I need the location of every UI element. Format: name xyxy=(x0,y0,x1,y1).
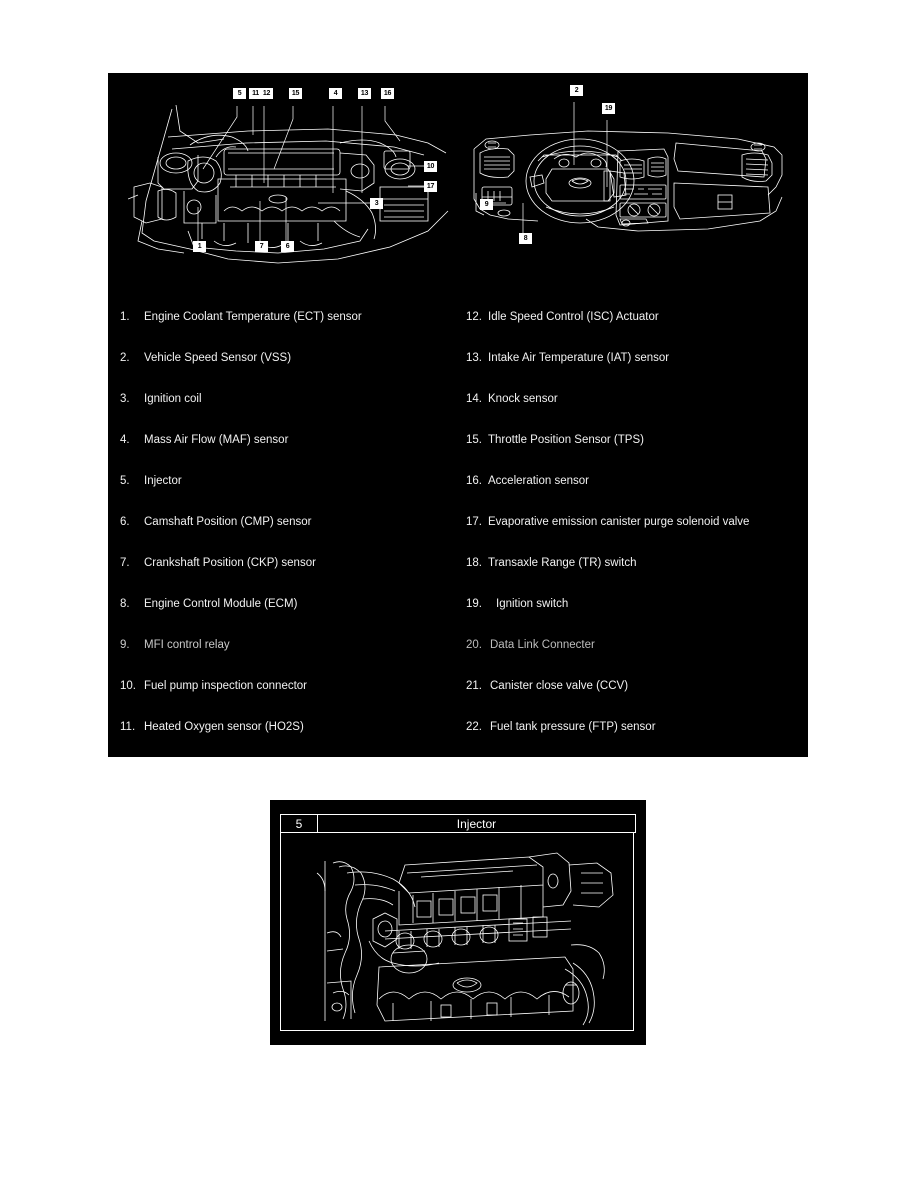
legend-number: 14. xyxy=(466,393,482,405)
callout-dash-2: 2 xyxy=(570,85,583,96)
instrument-panel-diagram xyxy=(473,130,783,232)
callout-engine-17: 17 xyxy=(424,181,437,192)
injector-engine-photo-lineart xyxy=(316,852,614,1026)
legend-number: 20. xyxy=(466,639,482,651)
legend-item: 1. Engine Coolant Temperature (ECT) senso… xyxy=(120,311,460,352)
legend-item: 4. Mass Air Flow (MAF) sensor xyxy=(120,434,460,475)
legend-label: Acceleration sensor xyxy=(488,475,589,487)
legend-label: Camshaft Position (CMP) sensor xyxy=(144,516,312,528)
legend-label: Intake Air Temperature (IAT) sensor xyxy=(488,352,670,364)
legend-item: 3. Ignition coil xyxy=(120,393,460,434)
legend-label: Engine Coolant Temperature (ECT) sensor xyxy=(144,311,362,323)
callout-engine-15: 15 xyxy=(289,88,302,99)
legend-number: 5. xyxy=(120,475,130,487)
legend-label: Heated Oxygen sensor (HO2S) xyxy=(144,721,304,733)
detail-header-table: 5 Injector xyxy=(280,814,637,833)
dashboard-callout-leaders xyxy=(490,102,608,233)
legend-label: Fuel tank pressure (FTP) sensor xyxy=(490,721,656,733)
legend-number: 9. xyxy=(120,639,130,651)
callout-engine-4: 4 xyxy=(329,88,342,99)
callout-engine-13: 13 xyxy=(358,88,371,99)
legend-item: 12. Idle Speed Control (ISC) Actuator xyxy=(466,311,806,352)
legend-item: 8. Engine Control Module (ECM) xyxy=(120,598,460,639)
legend-item: 10. Fuel pump inspection connector xyxy=(120,680,460,721)
callout-engine-12: 12 xyxy=(260,88,273,99)
legend-item: 14. Knock sensor xyxy=(466,393,806,434)
legend-label: MFI control relay xyxy=(144,639,230,651)
legend-label: Data Link Connecter xyxy=(490,639,595,651)
legend-item: 11. Heated Oxygen sensor (HO2S) xyxy=(120,721,460,762)
component-detail-panel: 5 Injector xyxy=(270,800,646,1045)
legend-number: 16. xyxy=(466,475,482,487)
legend-item: 16. Acceleration sensor xyxy=(466,475,806,516)
legend-label: Injector xyxy=(144,475,182,487)
legend-number: 4. xyxy=(120,434,130,446)
legend-label: Idle Speed Control (ISC) Actuator xyxy=(488,311,659,323)
legend-item: 18. Transaxle Range (TR) switch xyxy=(466,557,806,598)
legend-column-left: 1. Engine Coolant Temperature (ECT) senso… xyxy=(120,311,460,762)
legend-number: 12. xyxy=(466,311,482,323)
callout-engine-16: 16 xyxy=(381,88,394,99)
legend-number: 15. xyxy=(466,434,482,446)
legend-label: Ignition switch xyxy=(496,598,569,610)
diagram-area: 5 11 12 15 4 13 16 10 17 3 1 7 6 xyxy=(108,73,808,288)
callout-engine-6: 6 xyxy=(281,241,294,252)
callout-dash-19: 19 xyxy=(602,103,615,114)
legend-item: 17. Evaporative emission canister purge s… xyxy=(466,516,806,557)
legend-item: 9. MFI control relay xyxy=(120,639,460,680)
legend-label: Evaporative emission canister purge sole… xyxy=(488,516,750,528)
callout-dash-9: 9 xyxy=(480,199,493,210)
legend-column-right: 12. Idle Speed Control (ISC) Actuator 13.… xyxy=(466,311,806,762)
legend-number: 17. xyxy=(466,516,482,528)
legend-number: 8. xyxy=(120,598,130,610)
legend-number: 21. xyxy=(466,680,482,692)
engine-callout-leaders xyxy=(197,106,424,241)
legend-number: 18. xyxy=(466,557,482,569)
legend-label: Fuel pump inspection connector xyxy=(144,680,308,692)
legend-number: 7. xyxy=(120,557,130,569)
legend-number: 2. xyxy=(120,352,130,364)
legend-item: 2. Vehicle Speed Sensor (VSS) xyxy=(120,352,460,393)
legend-item: 7. Crankshaft Position (CKP) sensor xyxy=(120,557,460,598)
legend-number: 3. xyxy=(120,393,130,405)
detail-title-cell: Injector xyxy=(316,814,637,833)
legend-number: 19. xyxy=(466,598,482,610)
legend-number: 1. xyxy=(120,311,130,323)
legend-item: 5. Injector xyxy=(120,475,460,516)
legend-item: 6. Camshaft Position (CMP) sensor xyxy=(120,516,460,557)
callout-engine-7: 7 xyxy=(255,241,268,252)
legend-item: 19. Ignition switch xyxy=(466,598,806,639)
legend-number: 6. xyxy=(120,516,130,528)
legend-label: Vehicle Speed Sensor (VSS) xyxy=(144,352,292,364)
legend-label: Transaxle Range (TR) switch xyxy=(488,557,637,569)
legend-item: 22. Fuel tank pressure (FTP) sensor xyxy=(466,721,806,762)
legend-item: 15. Throttle Position Sensor (TPS) xyxy=(466,434,806,475)
callout-engine-3: 3 xyxy=(370,198,383,209)
detail-image-frame xyxy=(280,833,634,1031)
detail-index-cell: 5 xyxy=(280,814,318,833)
callout-engine-10: 10 xyxy=(424,161,437,172)
legend-number: 10. xyxy=(120,680,136,692)
legend-label: Mass Air Flow (MAF) sensor xyxy=(144,434,289,446)
callout-engine-1: 1 xyxy=(193,241,206,252)
legend-label: Ignition coil xyxy=(144,393,202,405)
legend-number: 22. xyxy=(466,721,482,733)
legend-label: Engine Control Module (ECM) xyxy=(144,598,298,610)
legend-item: 21. Canister close valve (CCV) xyxy=(466,680,806,721)
legend-label: Crankshaft Position (CKP) sensor xyxy=(144,557,316,569)
legend-label: Throttle Position Sensor (TPS) xyxy=(488,434,644,446)
table-row: 5 Injector xyxy=(280,814,637,833)
callout-dash-8: 8 xyxy=(519,233,532,244)
component-location-panel: 5 11 12 15 4 13 16 10 17 3 1 7 6 xyxy=(108,73,808,757)
legend-item: 20. Data Link Connecter xyxy=(466,639,806,680)
legend-number: 13. xyxy=(466,352,482,364)
legend-label: Canister close valve (CCV) xyxy=(490,680,629,692)
legend-number: 11. xyxy=(120,721,136,733)
legend-label: Knock sensor xyxy=(488,393,558,405)
callout-engine-5: 5 xyxy=(233,88,246,99)
legend-item: 13. Intake Air Temperature (IAT) sensor xyxy=(466,352,806,393)
